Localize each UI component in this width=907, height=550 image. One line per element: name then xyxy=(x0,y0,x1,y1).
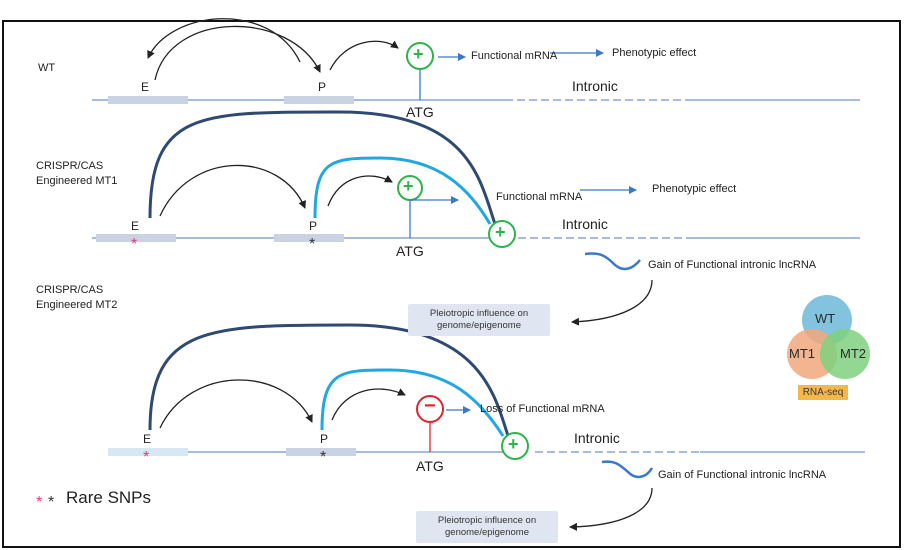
mt1-phenotypic-effect: Phenotypic effect xyxy=(652,183,737,195)
mt1-promoter-snp: * xyxy=(309,236,316,253)
mt1-pleiotropic-box: Pleiotropic influence on genome/epigenom… xyxy=(408,304,550,336)
mt1-enhancer-long-arc xyxy=(148,110,497,225)
mt2-promoter-long-arc xyxy=(320,368,505,437)
mt1-enhancer-to-promoter-arc xyxy=(159,164,306,217)
mt2-pleiotropic-box: Pleiotropic influence on genome/epigenom… xyxy=(416,511,558,543)
mt2-repression-symbol: − xyxy=(424,395,436,417)
mt2-pleiotropic-line1: Pleiotropic influence on xyxy=(437,515,537,526)
mt2-enhancer-snp: * xyxy=(143,449,150,466)
wt-promoter-label: P xyxy=(318,80,327,94)
mt1-intronic-activation-circle xyxy=(488,220,516,248)
mt1-title-line2: Engineered MT1 xyxy=(36,175,118,187)
mt2-promoter-to-atg-arc xyxy=(331,388,406,421)
mt1-title-line1: CRISPR/CAS xyxy=(36,160,104,172)
mt2-gain-lncrna: Gain of Functional intronic lncRNA xyxy=(658,469,827,481)
venn-mt1-label: MT1 xyxy=(789,346,815,361)
mt1-intronic-activation-symbol: + xyxy=(495,222,506,242)
mt2-promoter-snp: * xyxy=(320,449,327,466)
mt1-intronic-label: Intronic xyxy=(562,216,608,232)
legend-snp-pink: * xyxy=(36,494,43,511)
mt1-activation-symbol: + xyxy=(403,176,414,196)
wt-row xyxy=(92,18,860,104)
mt1-pleiotropic-line2: genome/epigenome xyxy=(437,320,521,331)
mt1-pleiotropic-line1: Pleiotropic influence on xyxy=(429,308,529,319)
mt1-pleiotropic-arrow xyxy=(571,279,653,326)
mt1-functional-mrna: Functional mRNA xyxy=(496,191,583,203)
mt2-intronic-activation-symbol: + xyxy=(508,434,519,454)
mt1-enhancer-snp: * xyxy=(131,236,138,253)
venn-mt2-label: MT2 xyxy=(840,346,866,361)
wt-enhancer-label: E xyxy=(141,80,150,94)
wt-activation-symbol: + xyxy=(413,44,424,64)
mt2-title-line1: CRISPR/CAS xyxy=(36,284,104,296)
wt-enhancer-to-promoter-arc xyxy=(154,25,321,81)
mt2-title-line2: Engineered MT2 xyxy=(36,299,118,311)
mt1-lncrna-squiggle xyxy=(584,252,641,271)
wt-enhancer-box xyxy=(108,96,188,104)
wt-activation-circle xyxy=(406,42,434,70)
mt1-gain-lncrna: Gain of Functional intronic lncRNA xyxy=(648,259,817,271)
mt2-intronic-activation-circle xyxy=(501,432,529,460)
mt1-promoter-box xyxy=(274,234,344,242)
mt2-promoter-box xyxy=(286,448,356,456)
legend-snp-dark: * xyxy=(48,494,55,511)
wt-atg-label: ATG xyxy=(406,104,434,120)
wt-functional-mrna: Functional mRNA xyxy=(471,50,558,62)
mt2-intronic-label: Intronic xyxy=(574,430,620,446)
wt-title: WT xyxy=(38,62,56,74)
mt1-promoter-to-atg-arc xyxy=(327,175,393,207)
venn-diagram xyxy=(787,295,870,379)
mt1-enhancer-label: E xyxy=(131,219,140,233)
mt1-promoter-long-arc xyxy=(313,156,492,225)
mt2-row xyxy=(108,323,865,531)
legend-rare-snps: Rare SNPs xyxy=(66,488,152,507)
mt2-repression-circle xyxy=(416,395,444,423)
wt-promoter-box xyxy=(284,96,354,104)
mt2-enhancer-to-promoter-arc xyxy=(159,379,313,429)
mt2-enhancer-label: E xyxy=(143,432,152,446)
rnaseq-badge: RNA-seq xyxy=(798,385,848,400)
mt2-pleiotropic-line2: genome/epigenome xyxy=(445,527,529,538)
venn-wt-label: WT xyxy=(815,311,836,326)
mt2-enhancer-long-arc xyxy=(148,323,510,437)
mt1-atg-label: ATG xyxy=(396,243,424,259)
mt2-loss-mrna: Loss of Functional mRNA xyxy=(480,403,605,415)
mt2-pleiotropic-arrow xyxy=(569,487,653,531)
mt2-lncrna-squiggle xyxy=(601,460,654,479)
figure-border xyxy=(2,20,901,548)
wt-promoter-to-enhancer-arc xyxy=(147,18,301,63)
mt2-atg-label: ATG xyxy=(416,458,444,474)
mt2-promoter-label: P xyxy=(320,432,329,446)
wt-intronic-label: Intronic xyxy=(572,78,618,94)
mt1-promoter-label: P xyxy=(309,219,318,233)
mt2-enhancer-box xyxy=(108,448,188,456)
wt-promoter-to-atg-arc xyxy=(329,40,399,71)
venn-mt2-circle xyxy=(820,329,870,379)
wt-phenotypic-effect: Phenotypic effect xyxy=(612,47,697,59)
mt1-row xyxy=(92,110,860,326)
mt1-enhancer-box xyxy=(96,234,176,242)
